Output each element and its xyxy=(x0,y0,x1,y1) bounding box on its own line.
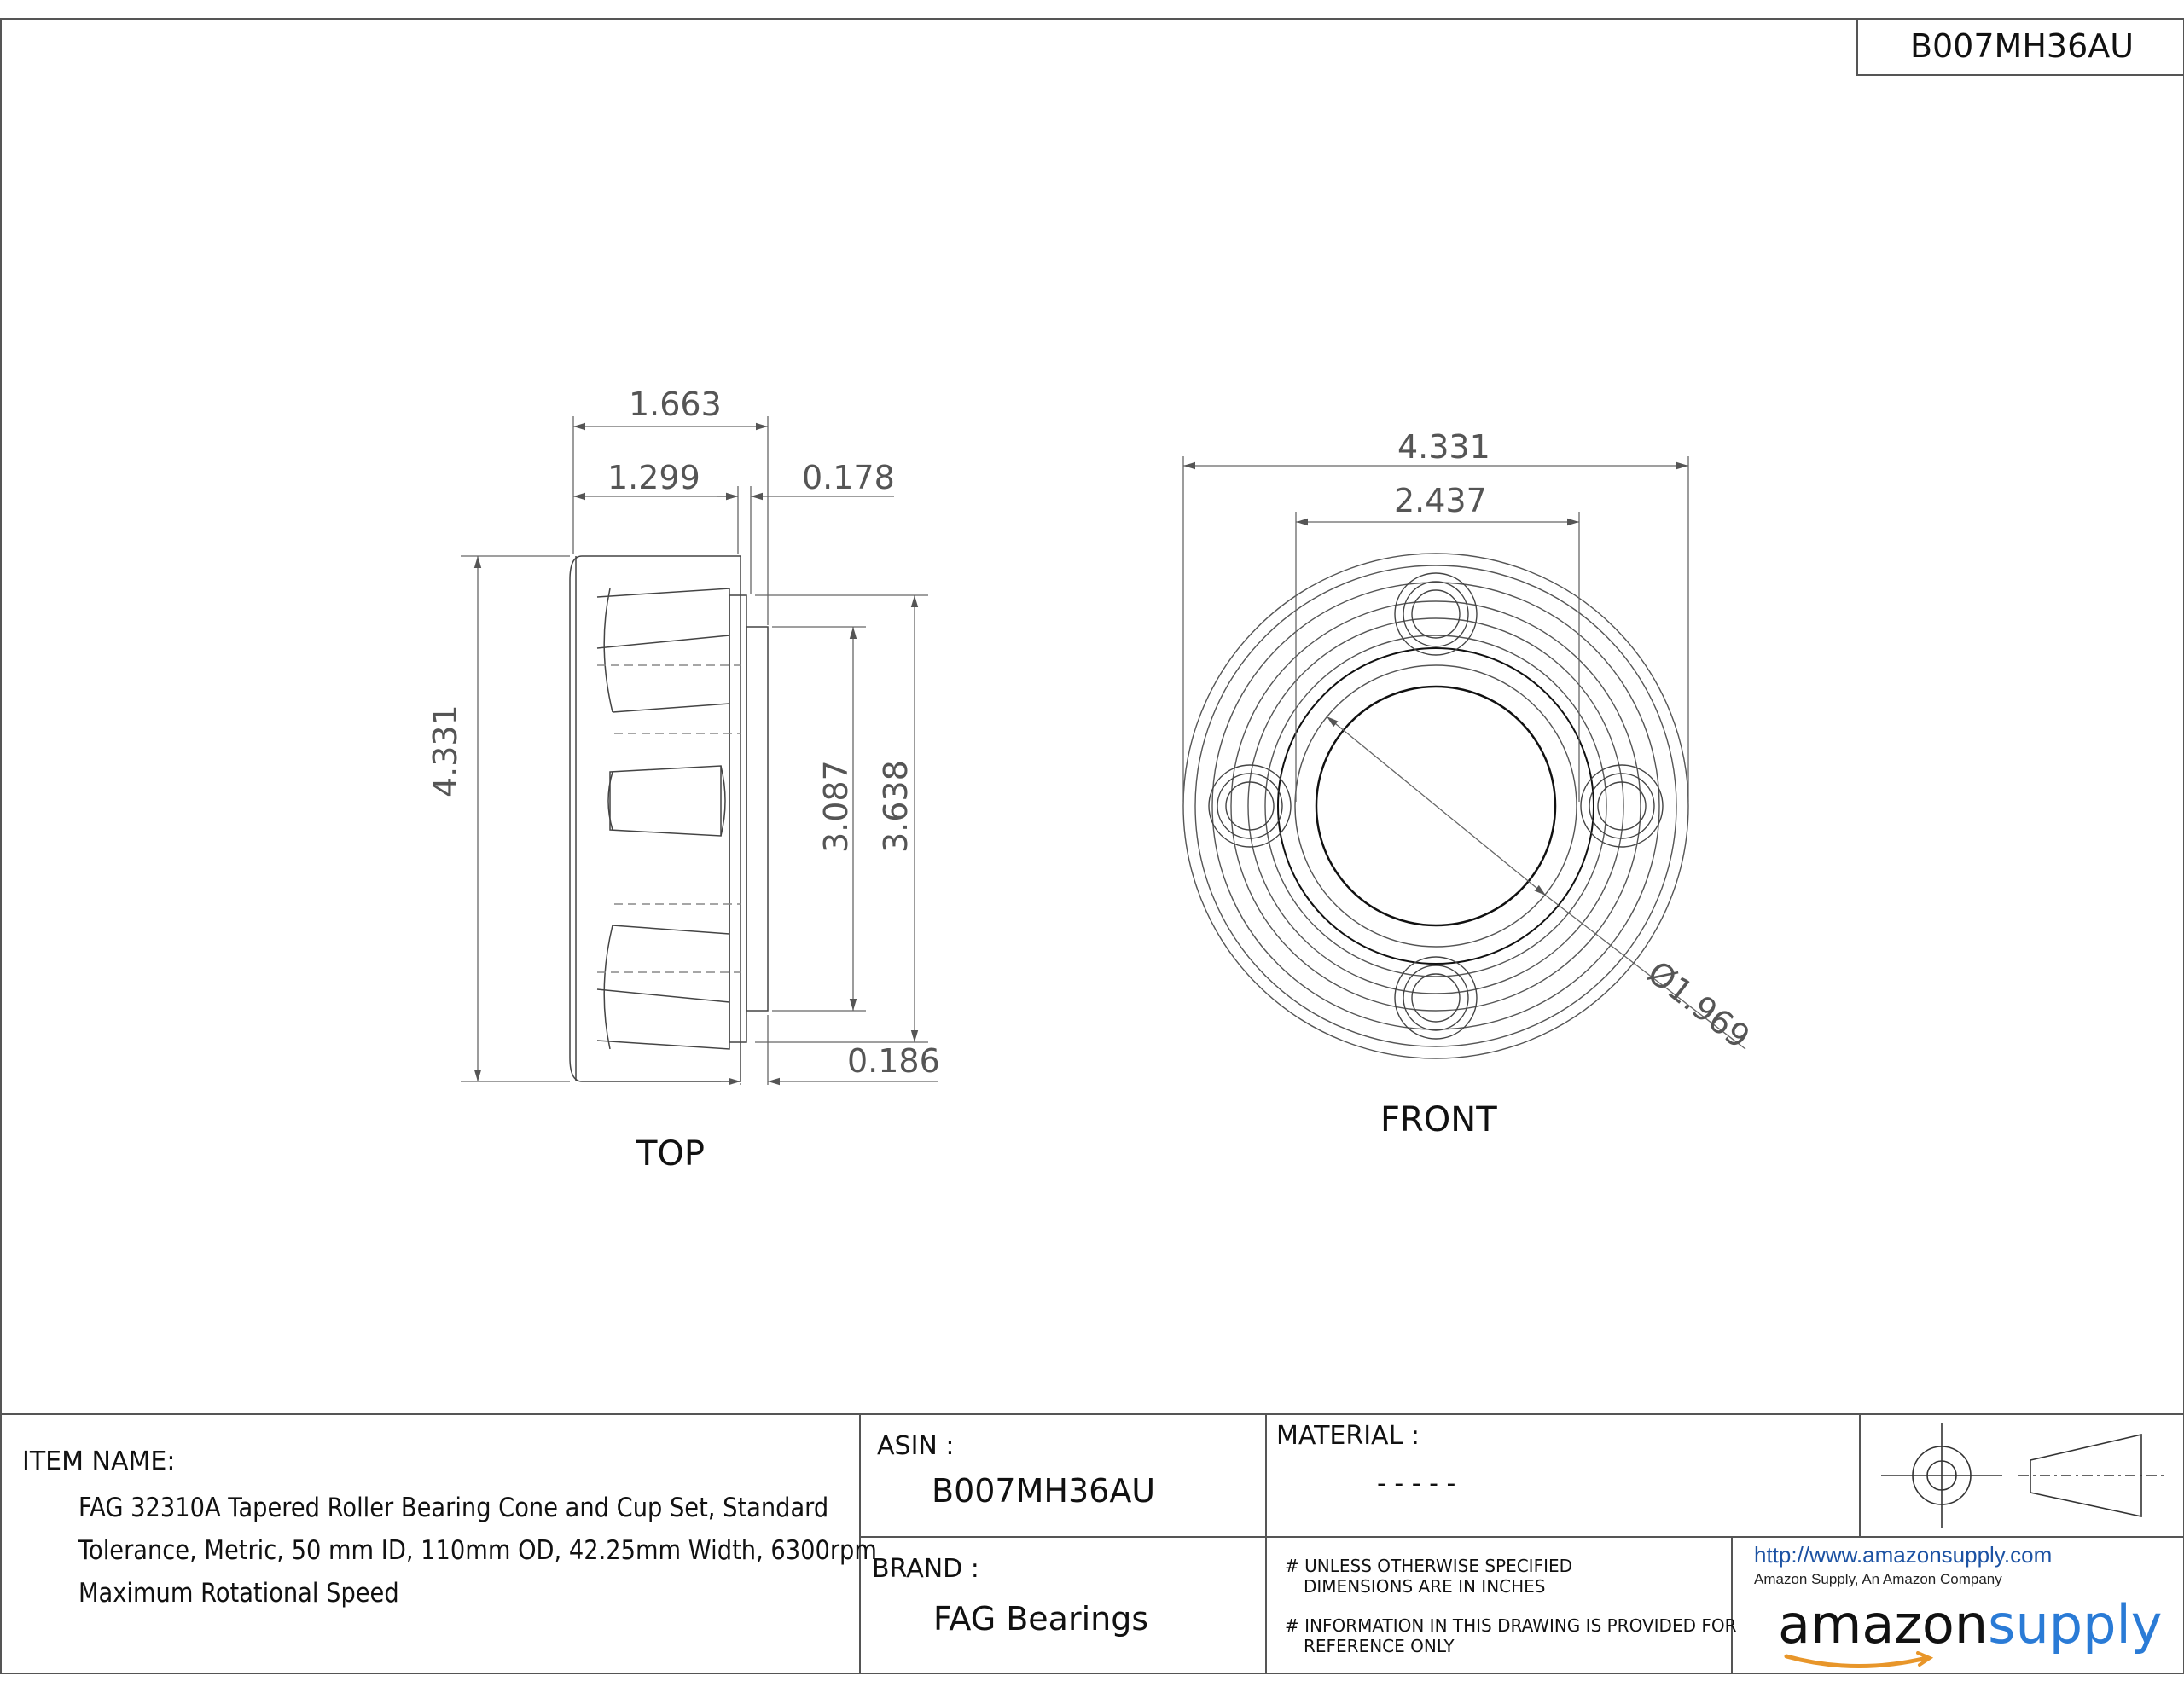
company-url-link[interactable]: http://www.amazonsupply.com xyxy=(1754,1542,2053,1568)
projection-symbol xyxy=(1881,1423,2164,1528)
front-view-dimensions xyxy=(1182,456,1746,1050)
front-view-drawing xyxy=(1182,553,1689,1059)
dim-cone-width: 1.299 xyxy=(607,459,700,496)
logo-smile-icon xyxy=(1784,1651,1934,1669)
amazon-supply-logo: amazonsupply xyxy=(1778,1593,2162,1655)
item-name-label: ITEM NAME: xyxy=(22,1446,176,1476)
asin-value: B007MH36AU xyxy=(932,1472,1156,1510)
company-subtitle: Amazon Supply, An Amazon Company xyxy=(1754,1571,2002,1587)
note-reference-line-1: # INFORMATION IN THIS DRAWING IS PROVIDE… xyxy=(1285,1615,1737,1636)
title-block-frame xyxy=(0,1413,2184,1673)
logo-word-amazon: amazon xyxy=(1778,1593,1989,1655)
view-label-front: FRONT xyxy=(1380,1100,1497,1139)
note-units-line-2: DIMENSIONS ARE IN INCHES xyxy=(1304,1576,1546,1597)
asin-label: ASIN : xyxy=(877,1431,955,1461)
dim-step-right: 0.178 xyxy=(802,459,895,496)
logo-word-supply: supply xyxy=(1988,1593,2163,1655)
note-reference-line-2: REFERENCE ONLY xyxy=(1304,1636,1455,1656)
header-part-number: B007MH36AU xyxy=(1909,27,2135,65)
brand-value: FAG Bearings xyxy=(933,1600,1149,1638)
top-view-drawing xyxy=(569,555,769,1082)
item-name-line-2: Tolerance, Metric, 50 mm ID, 110mm OD, 4… xyxy=(78,1535,877,1566)
dim-front-outer-diameter: 4.331 xyxy=(1397,428,1490,466)
item-name-line-3: Maximum Rotational Speed xyxy=(78,1578,399,1609)
dim-top-outer-diameter: 4.331 xyxy=(427,704,464,797)
top-view-dimensions xyxy=(461,416,938,1086)
dim-inner-b: 3.638 xyxy=(877,760,915,853)
dim-inner-a: 3.087 xyxy=(817,760,855,853)
view-label-top: TOP xyxy=(636,1134,706,1174)
material-label: MATERIAL : xyxy=(1276,1421,1420,1451)
dim-overall-width: 1.663 xyxy=(629,386,722,423)
brand-label: BRAND : xyxy=(872,1554,979,1584)
dim-bottom-offset: 0.186 xyxy=(847,1042,940,1080)
dim-roller-circle: 2.437 xyxy=(1394,482,1487,519)
material-value: - - - - - xyxy=(1377,1469,1456,1499)
item-name-line-1: FAG 32310A Tapered Roller Bearing Cone a… xyxy=(78,1493,829,1523)
sheet-border xyxy=(0,18,2184,1674)
note-units-line-1: # UNLESS OTHERWISE SPECIFIED xyxy=(1285,1556,1573,1576)
